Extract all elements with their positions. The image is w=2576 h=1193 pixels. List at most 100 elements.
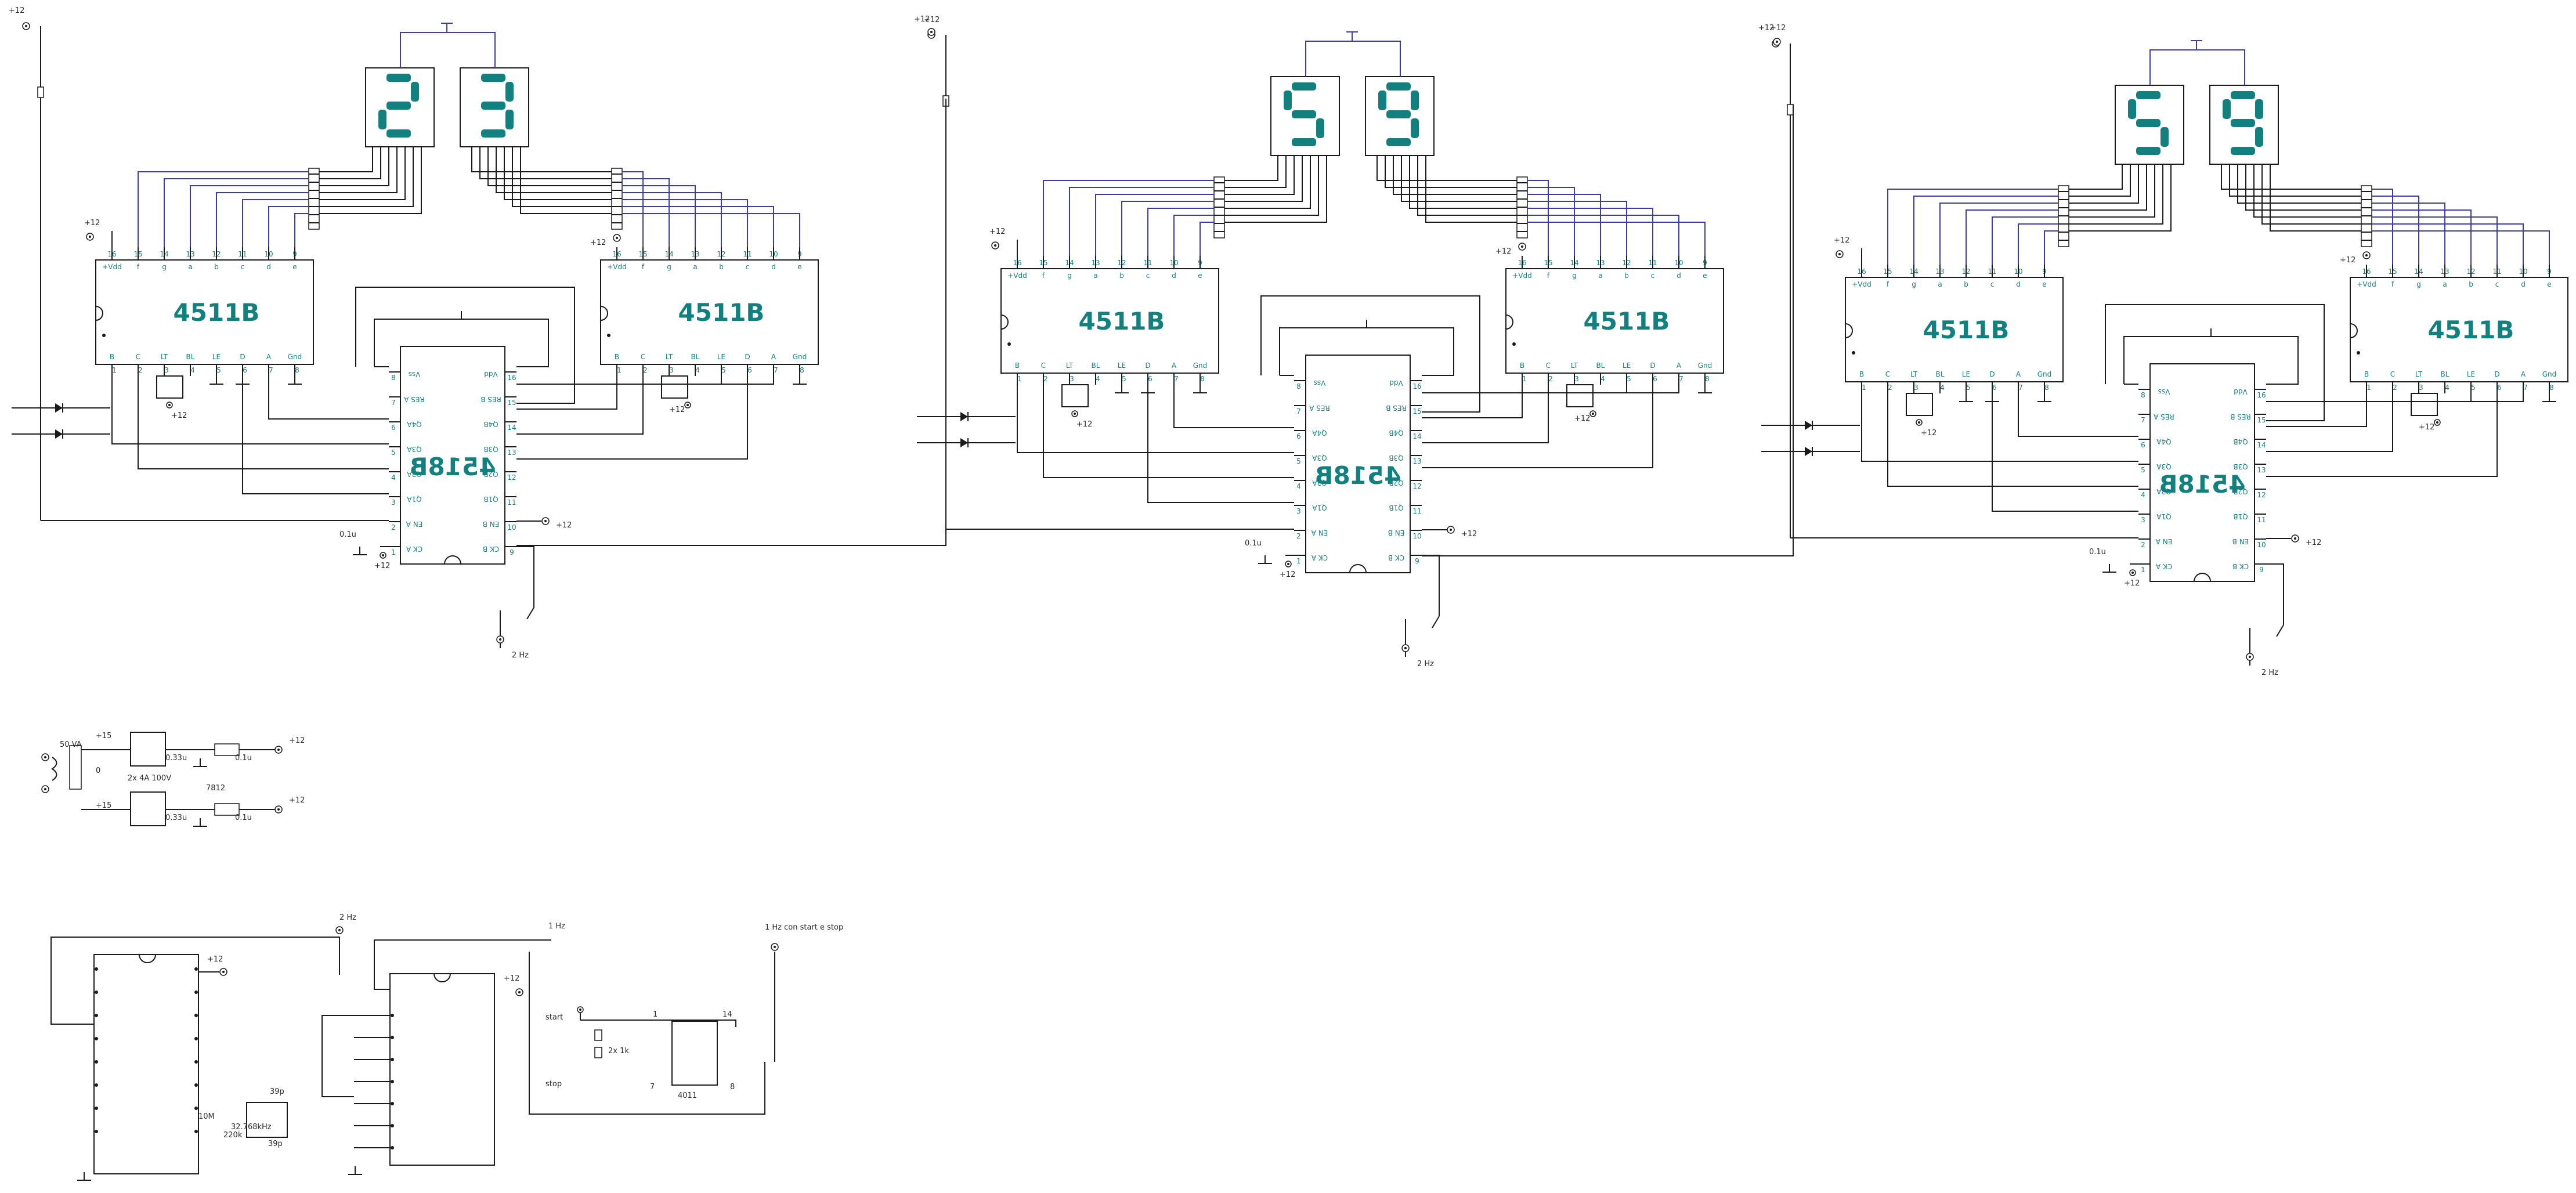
decoder-body <box>2350 277 2568 382</box>
terminal-dot-icon <box>1521 245 1523 248</box>
notch-icon <box>600 306 608 321</box>
pin-label-group: RES A <box>1309 404 1329 412</box>
bcd-line <box>111 376 389 444</box>
pin-number: 8 <box>800 366 804 374</box>
anode-bus <box>400 32 496 68</box>
pin-name: BL <box>1936 370 1945 378</box>
counter-label: 4518B <box>2159 470 2246 498</box>
decoder-label: 4511B <box>2428 316 2514 344</box>
clock-label: 2 Hz <box>1417 660 1434 668</box>
segment-line <box>1224 156 1287 188</box>
reset-loop <box>1260 295 1480 413</box>
bcd-line <box>2266 393 2524 402</box>
pin-label-group: Q3B <box>483 445 498 453</box>
lt-bl-link <box>1906 393 1933 416</box>
regulator-label: 7812 <box>206 784 225 793</box>
segment-bus <box>1095 194 1214 256</box>
pin-number: 1 <box>1296 557 1301 565</box>
segment-bus <box>216 192 309 247</box>
segment-f <box>1284 91 1292 110</box>
pin-name: b <box>1624 272 1629 280</box>
pin-name: D <box>745 353 750 361</box>
pin-name: g <box>2416 280 2421 288</box>
pin-name: LT <box>1910 370 1918 378</box>
pin-label-group: Q2B <box>483 470 498 478</box>
notch-icon <box>1000 314 1009 330</box>
supply-label: +12 <box>1280 570 1295 579</box>
pin-name: Q2A <box>2156 487 2172 496</box>
supply-label: +12 <box>924 16 940 24</box>
segment-line <box>1401 156 1517 202</box>
bcd-line <box>516 376 617 410</box>
terminal-dot-icon <box>930 31 933 33</box>
pin-label: 14 <box>722 1010 732 1019</box>
segment-f <box>2223 99 2231 119</box>
pin-number: 3 <box>1070 375 1074 383</box>
pin-name: Q1B <box>483 495 498 503</box>
segment-line <box>1376 156 1517 181</box>
junction-dot <box>1512 342 1516 346</box>
pin-name: C <box>136 353 140 361</box>
pin-label-group: Q1A <box>1312 504 1327 512</box>
pin-name: g <box>667 263 671 271</box>
pin-name: C <box>1041 361 1046 370</box>
pin-label-group: Q2B <box>2233 487 2248 496</box>
pin-number: 9 <box>510 548 514 556</box>
pin-name: D <box>240 353 245 361</box>
pin-label-group: EN A <box>1311 529 1328 537</box>
pin-number: 16 <box>2257 391 2266 399</box>
pin-number: 6 <box>391 424 396 432</box>
pin-name: Q2B <box>483 470 498 478</box>
terminal-dot-icon <box>499 638 501 641</box>
junction-dot <box>95 967 98 971</box>
segment-bus <box>622 213 800 247</box>
segment-bus <box>622 185 696 247</box>
pin-name: d <box>771 263 776 271</box>
pin-label-group: RES B <box>1386 404 1407 412</box>
pin-number: 2 <box>1888 384 1892 392</box>
carry-wire <box>516 99 946 546</box>
pin-name: d <box>2521 280 2526 288</box>
counter-label-group: 4518B <box>410 453 496 481</box>
pin-number: 13 <box>2257 466 2266 474</box>
notch-icon <box>444 555 461 565</box>
pin-number: 7 <box>2141 416 2145 424</box>
segment-g <box>2136 119 2160 127</box>
pin-name: BL <box>2441 370 2449 378</box>
supply-label: +12 <box>1770 24 1786 32</box>
label: +15 <box>96 732 111 740</box>
bcd-line <box>2266 393 2393 452</box>
res-label: 2x 1k <box>608 1047 629 1055</box>
pin-name: CK B <box>2232 562 2249 570</box>
pin-name: Gnd <box>2542 370 2557 378</box>
pin-number: 5 <box>216 366 221 374</box>
junction-dot <box>194 1130 198 1133</box>
pin-name: Q4B <box>483 420 498 428</box>
diode-icon <box>1805 421 1812 430</box>
supply-label: +12 <box>2306 538 2321 547</box>
pin-name: Q3B <box>1389 454 1403 462</box>
cap-label: 0.1u <box>1245 539 1262 548</box>
pin-name: RES A <box>1309 404 1329 412</box>
pin-label-group: EN B <box>2232 537 2249 545</box>
supply-label: +12 <box>914 15 930 24</box>
terminal-dot-icon <box>277 808 280 811</box>
bcd-line <box>1422 385 1523 418</box>
junction-dot <box>102 334 106 337</box>
pin-name: c <box>1651 272 1655 280</box>
pin-label-group: Q3A <box>2156 462 2172 471</box>
pin-number: 5 <box>721 366 726 374</box>
pin-number: 14 <box>1412 432 1421 440</box>
bcd-line <box>516 376 644 435</box>
bcd-line <box>1422 385 1653 468</box>
segment-bus <box>1913 196 2058 265</box>
pin-number: 1 <box>1862 384 1866 392</box>
pin-name: +Vdd <box>2357 280 2376 288</box>
pin-name: Q4A <box>2156 438 2172 446</box>
cap-label: 0.1u <box>339 530 356 539</box>
pin-number: 3 <box>2419 384 2423 392</box>
stage-hours: 4511B16+VddB115fC214gLT313aBL412bLE511cD… <box>9 6 819 660</box>
pin-name: CK A <box>406 545 422 553</box>
lt-bl-link <box>661 375 688 399</box>
pin-name: LE <box>212 353 221 361</box>
